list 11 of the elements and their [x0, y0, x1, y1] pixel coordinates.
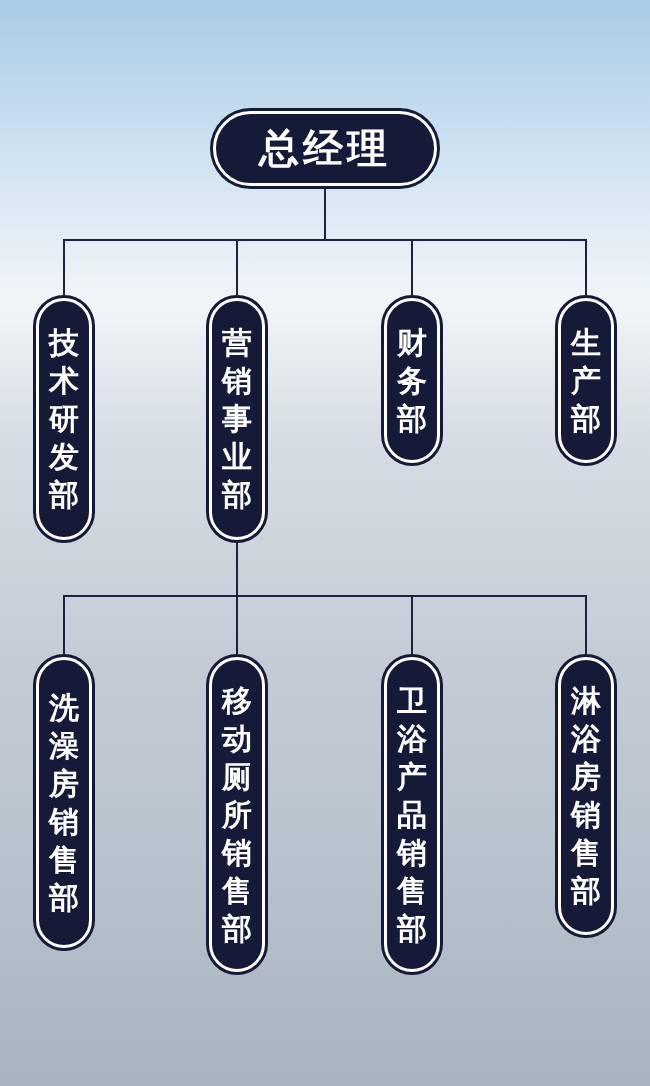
department-pill: 卫浴产品销售部	[384, 657, 440, 972]
connector-line	[324, 188, 587, 296]
department-pill: 财务部	[384, 298, 440, 463]
title-pill: 总经理	[213, 111, 437, 186]
department-pill: 淋浴房销售部	[558, 657, 614, 935]
department-pill: 营销事业部	[209, 298, 265, 540]
department-pill: 洗澡房销售部	[36, 657, 92, 948]
department-pill: 生产部	[558, 298, 614, 463]
department-pill: 技术研发部	[36, 298, 92, 540]
department-pill: 移动厕所销售部	[209, 657, 265, 972]
connector-line	[236, 542, 587, 655]
